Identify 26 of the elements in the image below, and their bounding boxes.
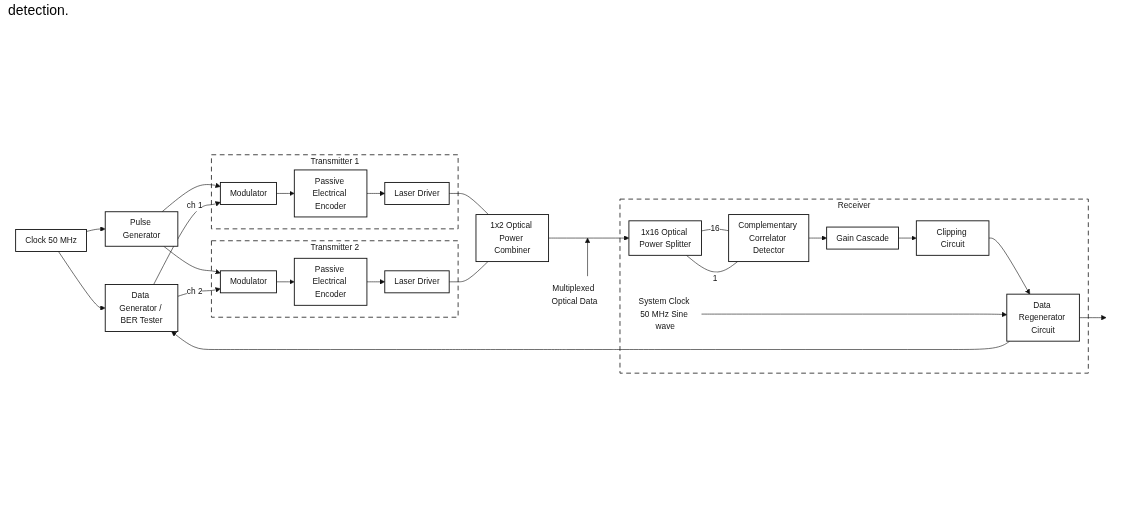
node-box: Modulator	[219, 181, 277, 205]
caption-fragment: detection.	[8, 2, 69, 18]
node-text: System Clock 50 MHz Sine wave	[638, 296, 690, 331]
node-text: Multiplexed Optical Data	[551, 282, 597, 305]
edge-label: ch 1	[186, 199, 203, 210]
connector-line	[448, 260, 488, 282]
node-box: 1x16 Optical Power Splitter	[627, 219, 702, 256]
node-box: Passive Electrical Encoder	[293, 169, 367, 217]
node-box: Laser Driver	[383, 181, 450, 205]
node-box: 1x2 Optical Power Combiner	[475, 213, 549, 262]
connector-line	[685, 254, 738, 272]
node-box: Clock 50 MHz	[14, 228, 87, 252]
connector-line	[700, 228, 729, 231]
node-box: Passive Electrical Encoder	[293, 257, 367, 306]
edge-label: 1	[712, 273, 717, 283]
node-box: Complementary Correlator Detector	[727, 213, 809, 262]
node-box: Modulator	[219, 269, 277, 293]
node-box: Gain Cascade	[825, 226, 899, 250]
node-box: Clipping Circuit	[915, 219, 989, 256]
node-box: Laser Driver	[383, 269, 450, 293]
edge-label: 16	[709, 222, 720, 233]
edge-label: ch 2	[186, 285, 203, 295]
node-box: Pulse Generator	[104, 210, 178, 247]
connector-line	[448, 192, 489, 215]
node-box: Data Generator / BER Tester	[104, 283, 178, 332]
node-box: Data Regenerator Circuit	[1005, 293, 1080, 342]
